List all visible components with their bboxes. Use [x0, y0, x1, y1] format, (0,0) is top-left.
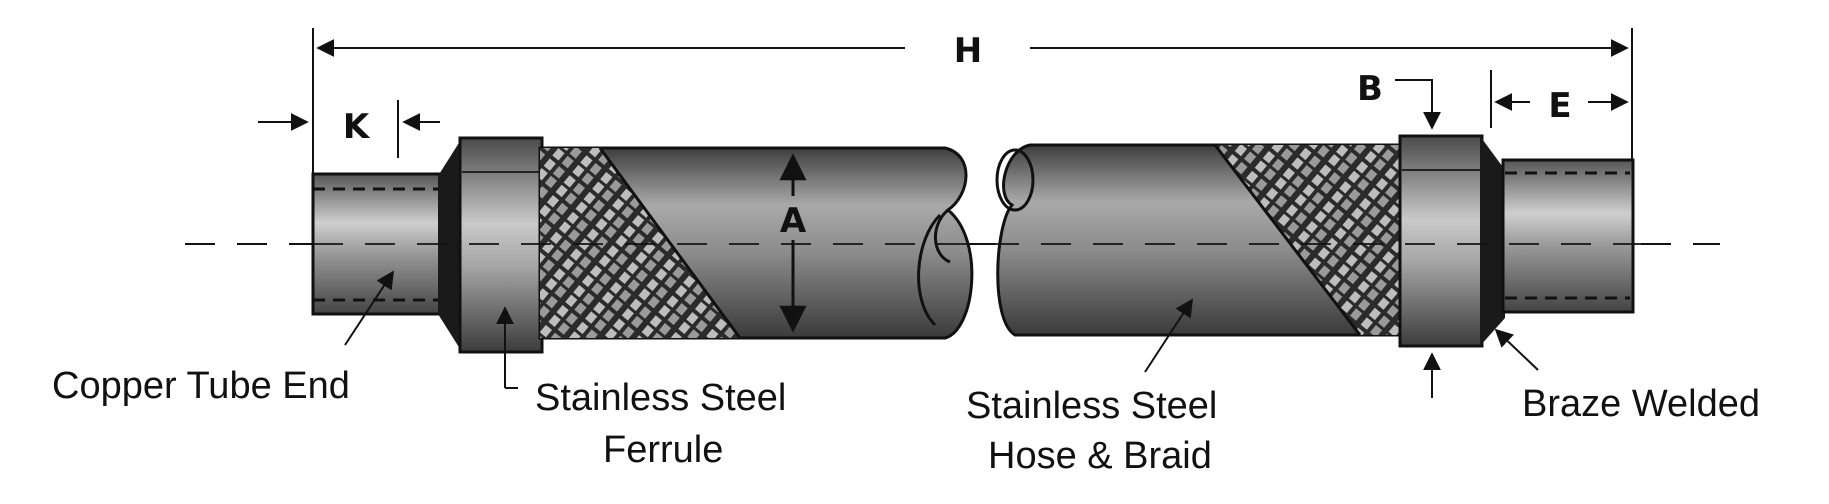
ferrule-label-line1: Stainless Steel — [535, 377, 786, 419]
copper-tube-end-label: Copper Tube End — [52, 365, 350, 407]
dimension-h-label: H — [954, 31, 982, 71]
right-copper-tube — [1501, 158, 1635, 314]
left-braze-weld — [438, 138, 462, 352]
dimension-a-label: A — [780, 201, 807, 241]
dimension-h: H — [312, 28, 1633, 175]
dimension-k: K — [258, 100, 440, 158]
ferrule-label-line2: Ferrule — [603, 429, 723, 471]
braze-welded-label: Braze Welded — [1522, 383, 1760, 425]
hose-label-line2: Hose & Braid — [988, 435, 1212, 477]
dimension-b: B — [1357, 69, 1441, 398]
dimension-b-label: B — [1357, 69, 1383, 109]
dimension-e-label: E — [1548, 86, 1571, 126]
right-braze-weld — [1480, 136, 1505, 346]
dimension-e: E — [1490, 70, 1629, 128]
dimension-a: A — [779, 153, 807, 333]
hose-leader — [1144, 298, 1193, 373]
right-ferrule — [1398, 134, 1484, 348]
right-hose-section — [995, 143, 1407, 337]
braze-leader — [1494, 328, 1539, 371]
dimension-k-label: K — [343, 107, 371, 147]
hose-label-line1: Stainless Steel — [966, 385, 1217, 427]
copper-tube-leader — [344, 270, 394, 346]
